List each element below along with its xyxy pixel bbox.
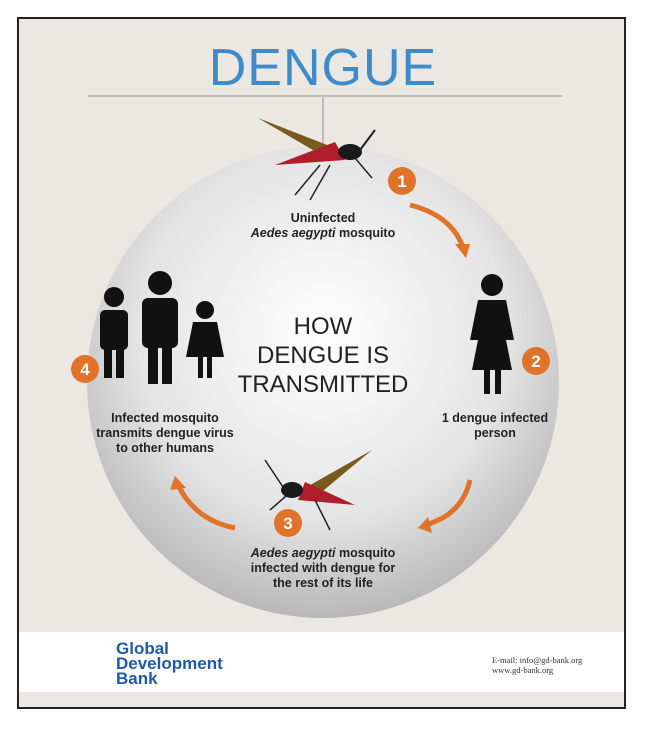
email-link[interactable]: E-mail: info@gd-bank.org: [492, 655, 583, 665]
step-2-label: 1 dengue infected person: [425, 411, 565, 441]
label-italic: Aedes aegypti: [250, 226, 336, 240]
infected-mosquito-icon: [264, 450, 372, 531]
label-line: mosquito: [335, 226, 396, 240]
label-line: person: [474, 426, 516, 440]
step-number: 2: [531, 352, 540, 371]
mosquito-icon: [258, 118, 376, 201]
footer: [19, 632, 624, 692]
step-number: 3: [283, 514, 292, 533]
contact-info: E-mail: info@gd-bank.org www.gd-bank.org: [492, 655, 582, 675]
logo-line: Global: [116, 639, 169, 658]
step-badges: [71, 167, 550, 537]
arrow-1-to-2: [409, 202, 465, 247]
label-line: 1 dengue infected: [441, 411, 549, 425]
page-title: DENGUE: [208, 39, 438, 97]
step-number: 1: [397, 172, 406, 191]
infected-person-icon: [470, 274, 514, 394]
label-line: to other humans: [116, 441, 214, 455]
step-3-label: Aedes aegypti mosquito infected with den…: [220, 546, 426, 591]
arrow-2-to-3: [424, 479, 473, 528]
label-line: Uninfected: [290, 211, 356, 225]
logo-text: Global Development Bank: [116, 639, 223, 688]
label-line: transmits dengue virus: [96, 426, 234, 440]
step-1-label: Uninfected Aedes aegypti mosquito: [223, 211, 423, 241]
step-4-label: Infected mosquito transmits dengue virus…: [80, 411, 250, 456]
logo-line: Bank: [116, 669, 158, 688]
label-line: infected with dengue for: [250, 561, 396, 575]
connector-line: [322, 95, 324, 155]
divider: [88, 95, 562, 97]
center-line: HOW: [293, 313, 353, 340]
cycle-arrows: [175, 202, 473, 531]
logo-line: Development: [116, 654, 223, 673]
label-line: the rest of its life: [272, 576, 374, 590]
label-line: Infected mosquito: [111, 411, 219, 425]
humans-icon: [100, 271, 224, 384]
label-italic: Aedes aegypti: [250, 546, 336, 560]
label-line: mosquito: [335, 546, 396, 560]
cycle-circle: [87, 146, 559, 618]
center-line: DENGUE IS: [256, 342, 390, 369]
center-line: TRANSMITTED: [237, 371, 409, 398]
arrow-3-to-4: [175, 483, 236, 531]
center-heading: HOW DENGUE IS TRANSMITTED: [223, 312, 423, 399]
step-number: 4: [80, 360, 90, 379]
website-link[interactable]: www.gd-bank.org: [492, 665, 554, 675]
